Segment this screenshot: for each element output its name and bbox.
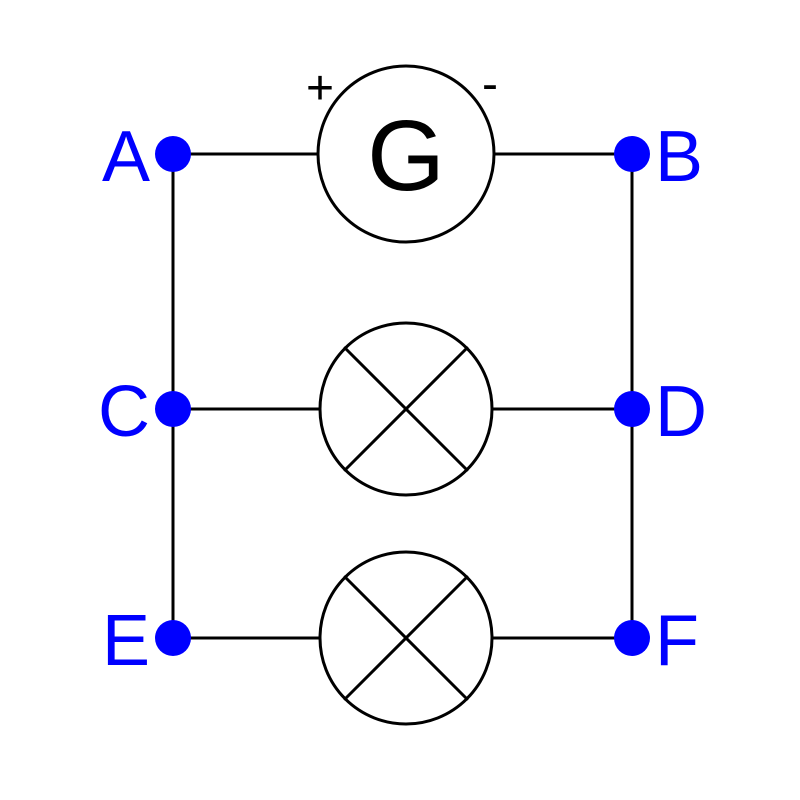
node-b-label: B <box>655 117 703 197</box>
positive-terminal-label: + <box>306 62 334 115</box>
node-labels: A B C D E F <box>98 117 707 681</box>
lamp-cross-line <box>343 575 469 701</box>
lamp-cross-line <box>343 346 469 472</box>
node-a-dot <box>155 136 191 172</box>
node-a-label: A <box>102 117 150 197</box>
generator-icon <box>316 64 496 244</box>
lamp-2 <box>318 550 494 726</box>
negative-terminal-label: - <box>482 58 498 111</box>
node-c-dot <box>155 391 191 427</box>
nodes <box>155 136 650 656</box>
node-f-dot <box>614 620 650 656</box>
node-e-label: E <box>102 601 150 681</box>
node-f-label: F <box>655 601 699 681</box>
generator: G + - <box>306 58 498 244</box>
node-d-dot <box>614 391 650 427</box>
node-b-dot <box>614 136 650 172</box>
node-d-label: D <box>655 372 707 452</box>
node-e-dot <box>155 620 191 656</box>
node-c-label: C <box>98 372 150 452</box>
lamp-1 <box>318 321 494 497</box>
generator-symbol: G <box>367 100 445 212</box>
